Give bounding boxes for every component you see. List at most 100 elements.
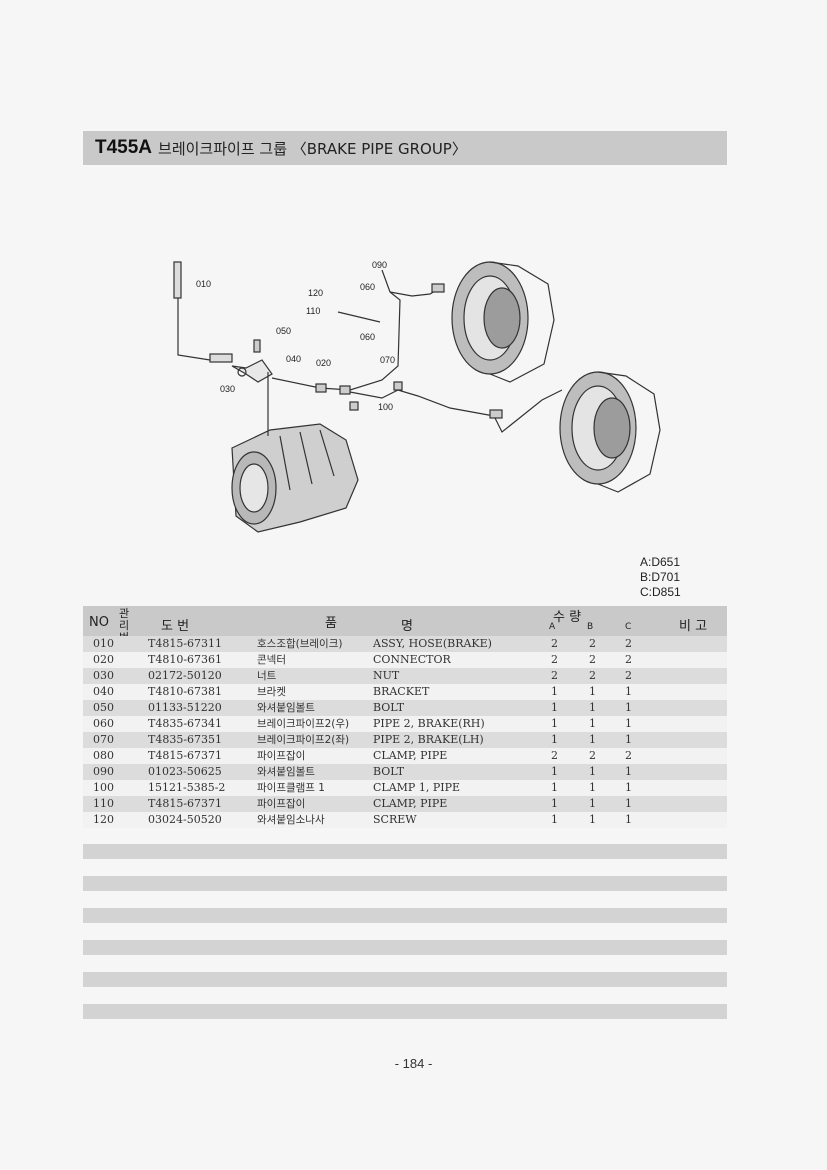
header-name-2: 명 (401, 619, 413, 634)
callout-120: 120 (308, 288, 323, 298)
part-number-ref: 070 (93, 733, 114, 746)
part-name-korean: 파이프클램프 1 (257, 782, 325, 794)
part-name-english: CLAMP, PIPE (373, 749, 448, 762)
callout-110: 110 (306, 306, 320, 316)
part-name-korean: 와셔붙임소나사 (257, 814, 325, 826)
qty-a: 1 (551, 701, 558, 714)
empty-row-band (83, 1004, 727, 1019)
qty-b: 1 (589, 701, 596, 714)
parts-table-body: 010 T4815-67311 호스조합(브레이크) ASSY, HOSE(BRAKE… (83, 636, 727, 828)
part-name-english: BOLT (373, 765, 405, 778)
callout-090: 090 (372, 260, 387, 270)
callout-020: 020 (316, 358, 331, 368)
qty-c: 1 (625, 685, 632, 698)
qty-b: 2 (589, 653, 596, 666)
table-row: 030 02172-50120 너트 NUT 2 2 2 (83, 668, 727, 684)
callout-060-mid: 060 (360, 332, 375, 342)
part-name-korean: 호스조합(브레이크) (257, 638, 343, 650)
empty-row-band (83, 972, 727, 987)
drawing-number: T4815-67311 (148, 637, 223, 650)
qty-a: 1 (551, 813, 558, 826)
group-title: 브레이크파이프 그룹 〈BRAKE PIPE GROUP〉 (158, 139, 467, 158)
qty-a: 1 (551, 765, 558, 778)
qty-c: 1 (625, 717, 632, 730)
callout-060-top: 060 (360, 282, 375, 292)
qty-a: 2 (551, 669, 558, 682)
drawing-number: 01133-51220 (148, 701, 222, 714)
qty-a: 2 (551, 749, 558, 762)
qty-a: 2 (551, 637, 558, 650)
qty-b: 1 (589, 717, 596, 730)
table-row: 070 T4835-67351 브레이크파이프2(좌) PIPE 2, BRAKE(L… (83, 732, 727, 748)
drawing-number: T4815-67371 (148, 749, 223, 762)
part-name-english: SCREW (373, 813, 417, 826)
part-number-ref: 020 (93, 653, 114, 666)
header-qty-b: B (587, 622, 594, 632)
part-name-korean: 브레이크파이프2(좌) (257, 734, 350, 746)
variant-a: A:D651 (640, 555, 681, 569)
qty-a: 1 (551, 781, 558, 794)
part-number-ref: 030 (93, 669, 114, 682)
qty-b: 1 (589, 685, 596, 698)
qty-b: 2 (589, 637, 596, 650)
parts-table-header: NO 관리 번호 도 번 품 명 수 량 A B C 비 고 (83, 606, 727, 656)
qty-c: 2 (625, 669, 632, 682)
qty-a: 2 (551, 653, 558, 666)
qty-b: 2 (589, 669, 596, 682)
qty-b: 2 (589, 749, 596, 762)
variant-c: C:D851 (640, 585, 681, 599)
exploded-parts-diagram: 010 090 060 120 110 050 060 040 020 070 … (173, 260, 661, 533)
qty-c: 1 (625, 701, 632, 714)
qty-c: 1 (625, 733, 632, 746)
part-number-ref: 010 (93, 637, 114, 650)
drawing-number: T4835-67341 (148, 717, 223, 730)
header-qty-c: C (625, 622, 632, 632)
qty-a: 1 (551, 685, 558, 698)
part-name-korean: 파이프잡이 (257, 798, 306, 810)
part-name-english: NUT (373, 669, 400, 682)
header-no: NO (89, 615, 109, 630)
parts-table: NO 관리 번호 도 번 품 명 수 량 A B C 비 고 010T4815-… (83, 606, 727, 828)
callout-040: 040 (286, 354, 301, 364)
part-name-english: BRACKET (373, 685, 430, 698)
part-number-ref: 110 (93, 797, 114, 810)
drawing-number: 01023-50625 (148, 765, 222, 778)
drawing-number: T4835-67351 (148, 733, 223, 746)
part-name-korean: 너트 (257, 670, 277, 682)
table-row: 010 T4815-67311 호스조합(브레이크) ASSY, HOSE(BRAKE… (83, 636, 727, 652)
part-name-korean: 와셔붙임볼트 (257, 766, 315, 778)
part-number-ref: 100 (93, 781, 114, 794)
group-code: T455A (95, 137, 153, 158)
header-qty: 수 량 (553, 610, 582, 625)
qty-b: 1 (589, 813, 596, 826)
qty-c: 1 (625, 765, 632, 778)
qty-b: 1 (589, 765, 596, 778)
part-number-ref: 120 (93, 813, 114, 826)
callout-010: 010 (196, 279, 211, 289)
part-number-ref: 050 (93, 701, 114, 714)
callout-070: 070 (380, 355, 395, 365)
header-part-no: 도 번 (161, 619, 190, 634)
empty-row-band (83, 940, 727, 955)
part-name-english: BOLT (373, 701, 405, 714)
part-number-ref: 090 (93, 765, 114, 778)
qty-c: 2 (625, 653, 632, 666)
qty-c: 1 (625, 781, 632, 794)
part-name-korean: 콘넥터 (257, 654, 286, 666)
part-number-ref: 040 (93, 685, 114, 698)
part-name-english: ASSY, HOSE(BRAKE) (373, 637, 492, 650)
empty-row-band (83, 908, 727, 923)
qty-c: 1 (625, 813, 632, 826)
header-qty-a: A (549, 622, 556, 632)
qty-b: 1 (589, 797, 596, 810)
drawing-number: 02172-50120 (148, 669, 222, 682)
callout-050: 050 (276, 326, 291, 336)
part-name-english: PIPE 2, BRAKE(LH) (373, 733, 484, 746)
